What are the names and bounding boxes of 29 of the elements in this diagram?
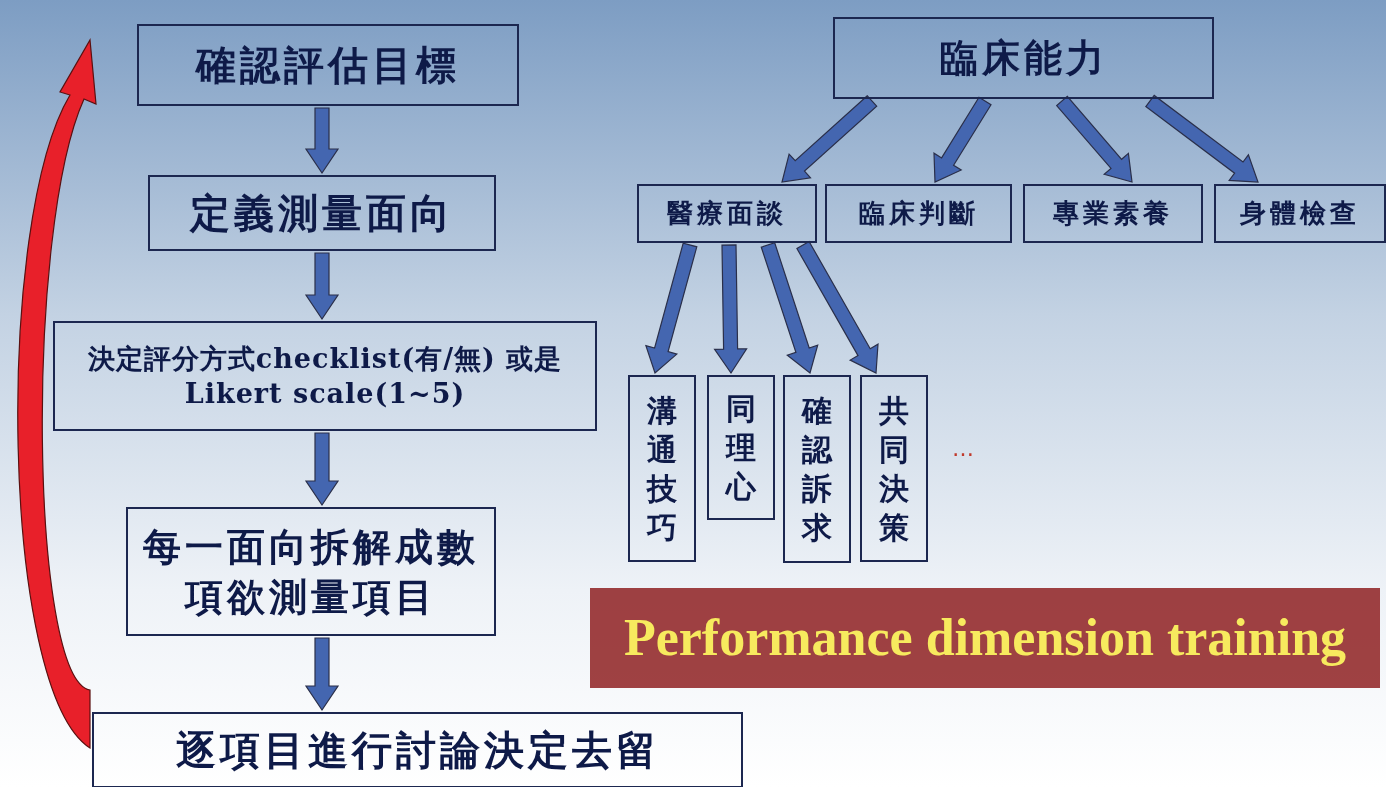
item-box: 共同決策: [860, 375, 928, 562]
block-arrow: [933, 96, 992, 183]
process-box: 逐項目進行討論決定去留: [92, 712, 743, 787]
process-box: 決定評分方式checklist(有/無) 或是 Likert scale(1~5): [53, 321, 597, 431]
block-arrow: [304, 252, 340, 321]
ellipsis-text: …: [952, 436, 974, 461]
process-box: 臨床能力: [833, 17, 1214, 99]
block-arrow: [304, 432, 340, 507]
block-arrow: [644, 242, 698, 375]
process-box: 專業素養: [1023, 184, 1203, 243]
process-box: 醫療面談: [637, 184, 817, 243]
block-arrow: [781, 94, 878, 183]
item-box: 溝通技巧: [628, 375, 696, 562]
block-arrow: [760, 242, 819, 375]
block-arrow: [796, 240, 879, 374]
process-box: 身體檢查: [1214, 184, 1386, 243]
process-box: 臨床判斷: [825, 184, 1012, 243]
item-box: 同理心: [707, 375, 775, 520]
block-arrow: [1055, 95, 1133, 183]
block-arrow: [713, 244, 748, 375]
block-arrow: [304, 637, 340, 712]
block-arrow: [304, 107, 340, 175]
process-box: 每一面向拆解成數項欲測量項目: [126, 507, 496, 636]
title-banner: Performance dimension training: [590, 588, 1380, 688]
process-box: 確認評估目標: [137, 24, 519, 106]
item-box: 確認訴求: [783, 375, 851, 563]
block-arrow: [1144, 94, 1259, 183]
process-box: 定義測量面向: [148, 175, 496, 251]
curved-arrow: [17, 39, 97, 749]
